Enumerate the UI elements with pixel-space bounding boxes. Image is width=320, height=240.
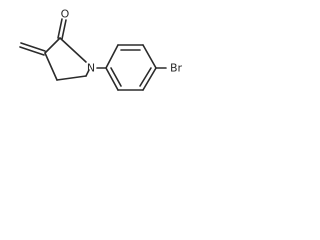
bromine-atom: Br <box>170 62 183 75</box>
bond-c3-ch2-a <box>20 42 46 52</box>
bond-c2-c3 <box>44 37 61 54</box>
bond-n1-c2 <box>59 37 87 63</box>
oxygen-label: O <box>61 8 70 21</box>
methylene-group <box>19 42 46 56</box>
carbonyl-group <box>57 18 67 40</box>
bond-c5-n1 <box>85 69 90 77</box>
oxygen-atom: O <box>61 8 70 21</box>
bromine-label: Br <box>170 62 183 75</box>
bond-c2-o-a <box>57 18 63 39</box>
aromatic-inner-bond-2 <box>139 67 152 87</box>
bond-ar4-ar5 <box>142 67 157 91</box>
bond-ar1-ar2 <box>105 44 119 69</box>
bond-c2-o-b <box>61 19 67 40</box>
aromatic-inner-bond-3 <box>110 67 122 87</box>
lactam-ring <box>44 37 90 81</box>
bond-ar6-ar1 <box>105 67 119 91</box>
bond-c4-c5 <box>56 75 87 81</box>
bond-c3-ch2-b <box>19 46 45 56</box>
bromophenyl-ring <box>105 44 157 91</box>
nitrogen-label: N <box>87 62 95 75</box>
nitrogen-atom: N <box>87 62 95 75</box>
bond-c3-c4 <box>44 52 58 81</box>
molecule-structure-diagram: O N Br <box>19 8 183 91</box>
bond-ar3-ar4 <box>142 44 157 69</box>
